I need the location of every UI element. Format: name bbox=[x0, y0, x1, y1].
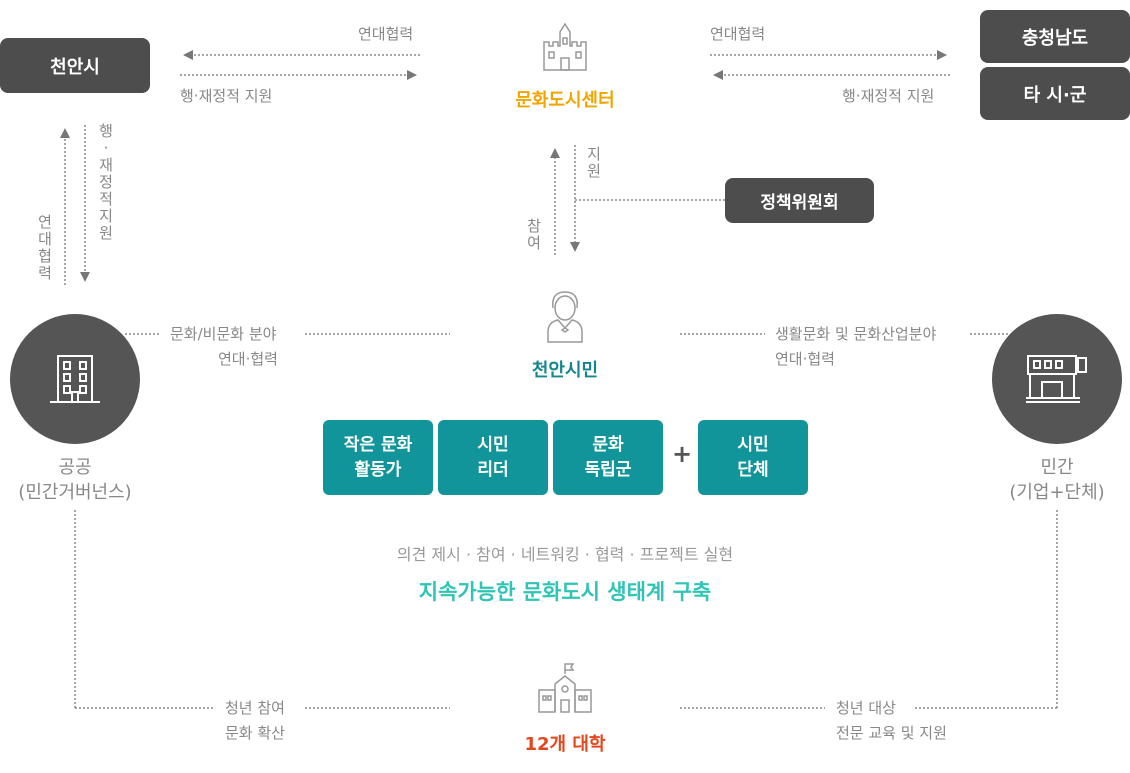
other-cities-node: 타 시·군 bbox=[980, 67, 1130, 120]
label-top-right-support: 행·재정적 지원 bbox=[842, 87, 935, 105]
private-title: 민간 bbox=[1040, 457, 1074, 478]
store-icon bbox=[1026, 355, 1087, 403]
cheonan-city-node: 천안시 bbox=[0, 38, 150, 93]
label-mid-right-2: 연대·협력 bbox=[775, 350, 835, 368]
public-subtitle: (민간거버넌스) bbox=[18, 482, 132, 503]
policy-committee-node: 정책위원회 bbox=[725, 178, 874, 223]
label-bottom-left-2: 문화 확산 bbox=[225, 724, 285, 742]
public-circle bbox=[10, 314, 140, 444]
castle-icon bbox=[543, 22, 587, 71]
chungnam-node: 충청남도 bbox=[980, 10, 1130, 63]
goal-text: 지속가능한 문화도시 생태계 구축 bbox=[418, 580, 712, 604]
label-top-left-support: 행·재정적 지원 bbox=[180, 87, 273, 105]
citizen-icon bbox=[547, 291, 583, 343]
label-top-right-coop: 연대협력 bbox=[710, 25, 766, 43]
label-bottom-right-2: 전문 교육 및 지원 bbox=[836, 724, 947, 742]
group-small-culture-activists: 작은 문화 활동가 bbox=[323, 420, 433, 495]
group-citizen-organizations: 시민 단체 bbox=[698, 420, 808, 495]
university-icon bbox=[538, 663, 592, 713]
public-title: 공공 bbox=[58, 457, 92, 478]
label-bottom-left-1: 청년 참여 bbox=[225, 699, 285, 717]
activities-text: 의견 제시 · 참여 · 네트워킹 · 협력 · 프로젝트 실현 bbox=[396, 545, 734, 564]
label-mid-right-1: 생활문화 및 문화산업분야 bbox=[775, 325, 937, 343]
label-mid-left-1: 문화/비문화 분야 bbox=[170, 325, 277, 343]
label-mid-left-2: 연대·협력 bbox=[218, 350, 278, 368]
private-subtitle: (기업+단체) bbox=[1009, 482, 1105, 503]
private-circle bbox=[992, 314, 1122, 444]
label-top-left-coop: 연대협력 bbox=[358, 25, 414, 43]
citizens-title: 천안시민 bbox=[531, 360, 599, 381]
plus-sign: + bbox=[672, 440, 693, 468]
label-bottom-right-1: 청년 대상 bbox=[836, 699, 896, 717]
universities-title: 12개 대학 bbox=[524, 734, 606, 755]
culture-center-title: 문화도시센터 bbox=[515, 90, 615, 111]
group-culture-independents: 문화 독립군 bbox=[553, 420, 663, 495]
building-icon bbox=[50, 355, 100, 403]
group-citizen-leaders: 시민 리더 bbox=[438, 420, 548, 495]
